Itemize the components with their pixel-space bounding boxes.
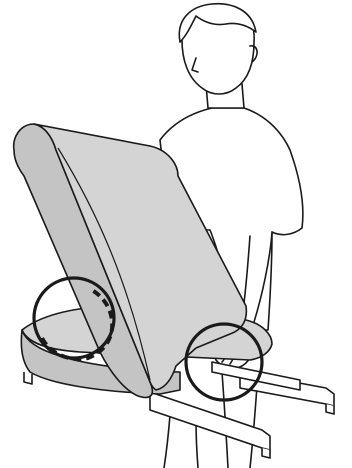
seat-foot-left (24, 372, 32, 384)
